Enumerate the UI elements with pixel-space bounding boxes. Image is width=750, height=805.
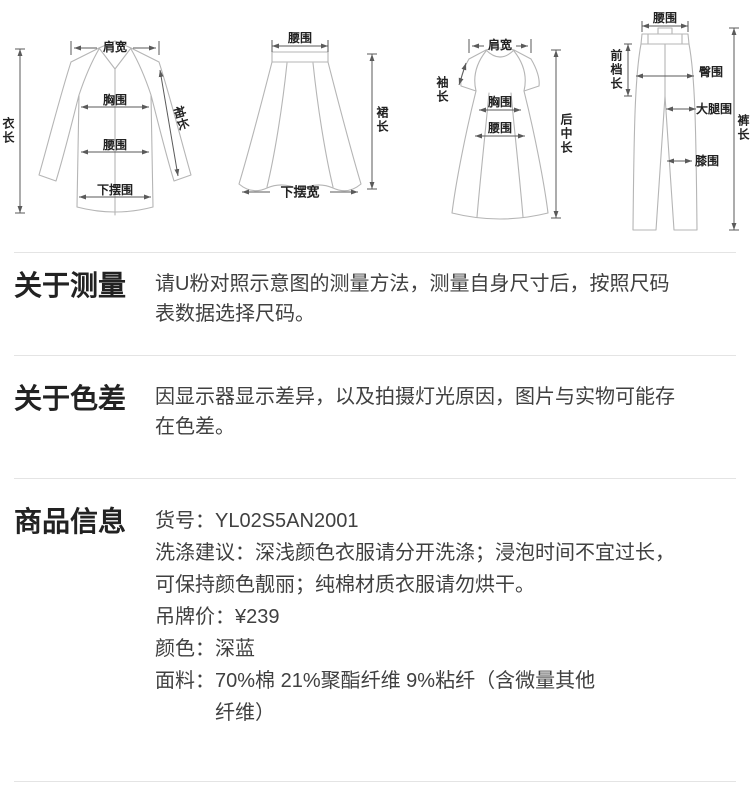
section-product-info: 商品信息 货号：YL02S5AN2001 洗涤建议：深浅颜色衣服请分开洗涤；浸泡… — [0, 479, 750, 781]
section-measurement-body: 请U粉对照示意图的测量方法，测量自身尺寸后，按照尺码 表数据选择尺码。 — [155, 273, 670, 325]
divider-bottom — [14, 781, 736, 782]
section-measurement-title: 关于测量 — [14, 270, 127, 301]
shirt-waist-label: 腰围 — [102, 138, 128, 152]
skirt-outline — [238, 51, 362, 192]
pants-waist-label: 腰围 — [652, 11, 678, 25]
divider-middle-1 — [14, 355, 736, 356]
skirt-length-label: 裙长 — [375, 106, 389, 134]
dress-diagram — [451, 39, 561, 220]
section-color-difference: 关于色差 因显示器显示差异，以及拍摄灯光原因，图片与实物可能存 在色差。 — [0, 356, 750, 478]
pants-ticks — [624, 21, 739, 231]
pants-knee-label: 膝围 — [694, 154, 720, 168]
dress-bust-label: 胸围 — [487, 95, 513, 109]
garment-diagrams-art — [15, 21, 739, 231]
product-line-tag-price: 吊牌价：¥239 — [155, 606, 280, 628]
product-line-fabric: 面料：70%棉 21%聚酯纤维 9%粘纤（含微量其他 纤维） — [155, 670, 596, 724]
section-color-difference-title: 关于色差 — [14, 383, 127, 414]
shirt-sleeve-arrow — [158, 69, 180, 177]
divider-middle-2 — [14, 478, 736, 479]
dress-ticks — [468, 39, 561, 219]
divider-top — [14, 252, 736, 253]
section-color-difference-body: 因显示器显示差异，以及拍摄灯光原因，图片与实物可能存 在色差。 — [155, 386, 675, 438]
dress-waist-label: 腰围 — [487, 121, 513, 135]
dress-sleeve-length-label: 袖长 — [435, 76, 449, 104]
pants-thigh-label: 大腿围 — [695, 102, 733, 116]
section-product-info-title: 商品信息 — [14, 506, 127, 537]
shirt-diagram — [15, 40, 192, 216]
section-measurement: 关于测量 请U粉对照示意图的测量方法，测量自身尺寸后，按照尺码 表数据选择尺码。 — [0, 253, 750, 355]
pants-length-label: 裤长 — [736, 114, 750, 142]
product-line-item-number: 货号：YL02S5AN2001 — [155, 510, 359, 532]
skirt-hem-width-label: 下摆宽 — [280, 184, 320, 200]
pants-front-rise-label: 前档长 — [609, 49, 623, 91]
product-line-washing-advice: 洗涤建议：深浅颜色衣服请分开洗涤；浸泡时间不宜过长， 可保持颜色靓丽；纯棉材质衣… — [155, 542, 675, 596]
measurement-diagrams: 肩宽 衣长 袖长 胸围 腰围 下摆围 腰围 裙长 下摆宽 肩宽 袖长 胸围 腰围… — [0, 6, 750, 252]
dress-sleeve-arrow — [458, 62, 467, 86]
dress-shoulder-width-label: 肩宽 — [487, 38, 513, 52]
dress-back-length-label: 后中长 — [559, 113, 573, 155]
shirt-hem-label: 下摆围 — [96, 183, 134, 197]
skirt-diagram — [238, 40, 377, 195]
pants-outline — [632, 27, 698, 231]
pants-diagram — [624, 21, 739, 231]
skirt-waist-label: 腰围 — [287, 31, 313, 45]
product-line-color: 颜色：深蓝 — [155, 638, 255, 660]
shirt-length-label: 衣长 — [1, 117, 15, 145]
shirt-ticks — [15, 41, 160, 214]
shirt-bust-label: 胸围 — [102, 93, 128, 107]
pants-hip-label: 臀围 — [698, 65, 724, 79]
product-info-list: 货号：YL02S5AN2001 洗涤建议：深浅颜色衣服请分开洗涤；浸泡时间不宜过… — [155, 505, 734, 729]
shirt-shoulder-width-label: 肩宽 — [102, 40, 128, 54]
shirt-outline — [38, 40, 192, 216]
